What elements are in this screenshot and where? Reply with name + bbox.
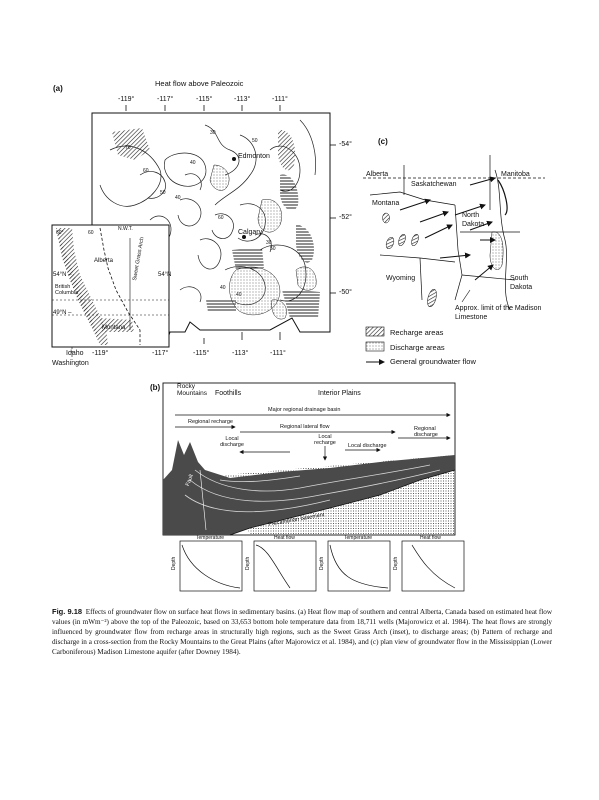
flow-local-discharge-2: Local discharge xyxy=(348,443,387,449)
graph-title-temp-1: Temperature xyxy=(196,535,225,541)
bottom-lon-1: -119° xyxy=(92,350,109,357)
flow-regional-discharge: Regional discharge xyxy=(414,426,438,438)
city-edmonton: Edmonton xyxy=(238,153,270,160)
region-alberta: Alberta xyxy=(366,171,389,178)
depth-label-3: Depth xyxy=(319,556,325,570)
contour-label: 40 xyxy=(190,160,196,166)
contour-label: 50 xyxy=(160,190,166,196)
contour-label: 60 xyxy=(143,168,149,174)
inset-lat54-left: 54°N – xyxy=(53,272,72,278)
flow-local-discharge-1: Local discharge xyxy=(220,436,244,448)
flow-local-recharge: Local recharge xyxy=(314,434,336,446)
panel-c-tag: (c) xyxy=(378,137,388,146)
lat-52: -52° xyxy=(339,214,352,221)
caption-text: Effects of groundwater flow on surface h… xyxy=(52,608,553,656)
legend-discharge: Discharge areas xyxy=(390,343,445,352)
graph-title-heat-2: Heat flow xyxy=(420,535,441,541)
depth-label-4: Depth xyxy=(393,556,399,570)
lat-54: -54° xyxy=(339,141,352,148)
inset-alberta: Alberta xyxy=(94,258,114,264)
graph-title-heat-1: Heat flow xyxy=(274,535,295,541)
contour-label: 70 xyxy=(125,145,131,151)
contour-label: 30 xyxy=(210,130,216,136)
region-plains: Interior Plains xyxy=(318,390,361,397)
inset-lat49: 49°N – xyxy=(53,310,72,316)
figure-number: Fig. 9.18 xyxy=(52,607,83,616)
top-lon-5: -111° xyxy=(272,96,288,103)
panel-a-tag: (a) xyxy=(53,84,63,93)
panel-a-title: Heat flow above Paleozoic xyxy=(155,79,244,88)
top-lon-3: -115° xyxy=(196,96,213,103)
lat-50: -50° xyxy=(339,289,352,296)
inset-nwt: N.W.T. xyxy=(118,226,133,232)
contour-label: 40 xyxy=(236,292,242,298)
region-wyoming: Wyoming xyxy=(386,275,416,282)
flow-major: Major regional drainage basin xyxy=(268,407,341,413)
inset-montana: Montana xyxy=(102,325,126,331)
graph-title-temp-2: Temperature xyxy=(344,535,373,541)
top-lon-2: -117° xyxy=(157,96,174,103)
bottom-lon-5: -111° xyxy=(270,350,286,357)
contour-label: 40 xyxy=(220,285,226,291)
top-lon-4: -113° xyxy=(234,96,251,103)
city-calgary: Calgary xyxy=(238,229,263,236)
contour-label: 50 xyxy=(252,138,258,144)
legend-recharge: Recharge areas xyxy=(390,328,444,337)
inset-bc: British Columbia xyxy=(55,284,79,296)
region-saskatchewan: Saskatchewan xyxy=(411,181,457,188)
top-lon-1: -119° xyxy=(118,96,135,103)
bottom-lon-4: -113° xyxy=(232,350,249,357)
limit-note: Approx. limit of the Madison Limestone xyxy=(455,305,542,321)
region-rocky: Rocky Mountains xyxy=(177,383,207,397)
label-idaho: Idaho xyxy=(66,350,84,357)
contour-label: 50 xyxy=(270,246,276,252)
label-washington: Washington xyxy=(52,360,89,367)
contour-label: 60 xyxy=(218,215,224,221)
inset-lat60: 60° xyxy=(56,230,64,236)
region-manitoba: Manitoba xyxy=(501,171,530,178)
inset-lat54-right: 54°N xyxy=(158,272,172,278)
region-south-dakota: South Dakota xyxy=(510,275,533,291)
flow-regional-recharge: Regional recharge xyxy=(188,419,233,425)
depth-label-2: Depth xyxy=(245,556,251,570)
figure-caption: Fig. 9.18 Effects of groundwater flow on… xyxy=(52,607,552,657)
bottom-lon-3: -115° xyxy=(193,350,210,357)
region-montana: Montana xyxy=(372,200,400,207)
flow-lateral: Regional lateral flow xyxy=(280,424,330,430)
contour-label: 40 xyxy=(175,195,181,201)
contour-label: 30 xyxy=(266,240,272,246)
region-north-dakota: North Dakota xyxy=(462,212,485,228)
depth-label-1: Depth xyxy=(171,556,177,570)
region-foothills: Foothills xyxy=(215,390,242,397)
inset-nwt-num: 60 xyxy=(88,230,94,236)
bottom-lon-2: -117° xyxy=(152,350,169,357)
panel-b-tag: (b) xyxy=(150,383,161,392)
legend-flow: General groundwater flow xyxy=(390,357,476,366)
